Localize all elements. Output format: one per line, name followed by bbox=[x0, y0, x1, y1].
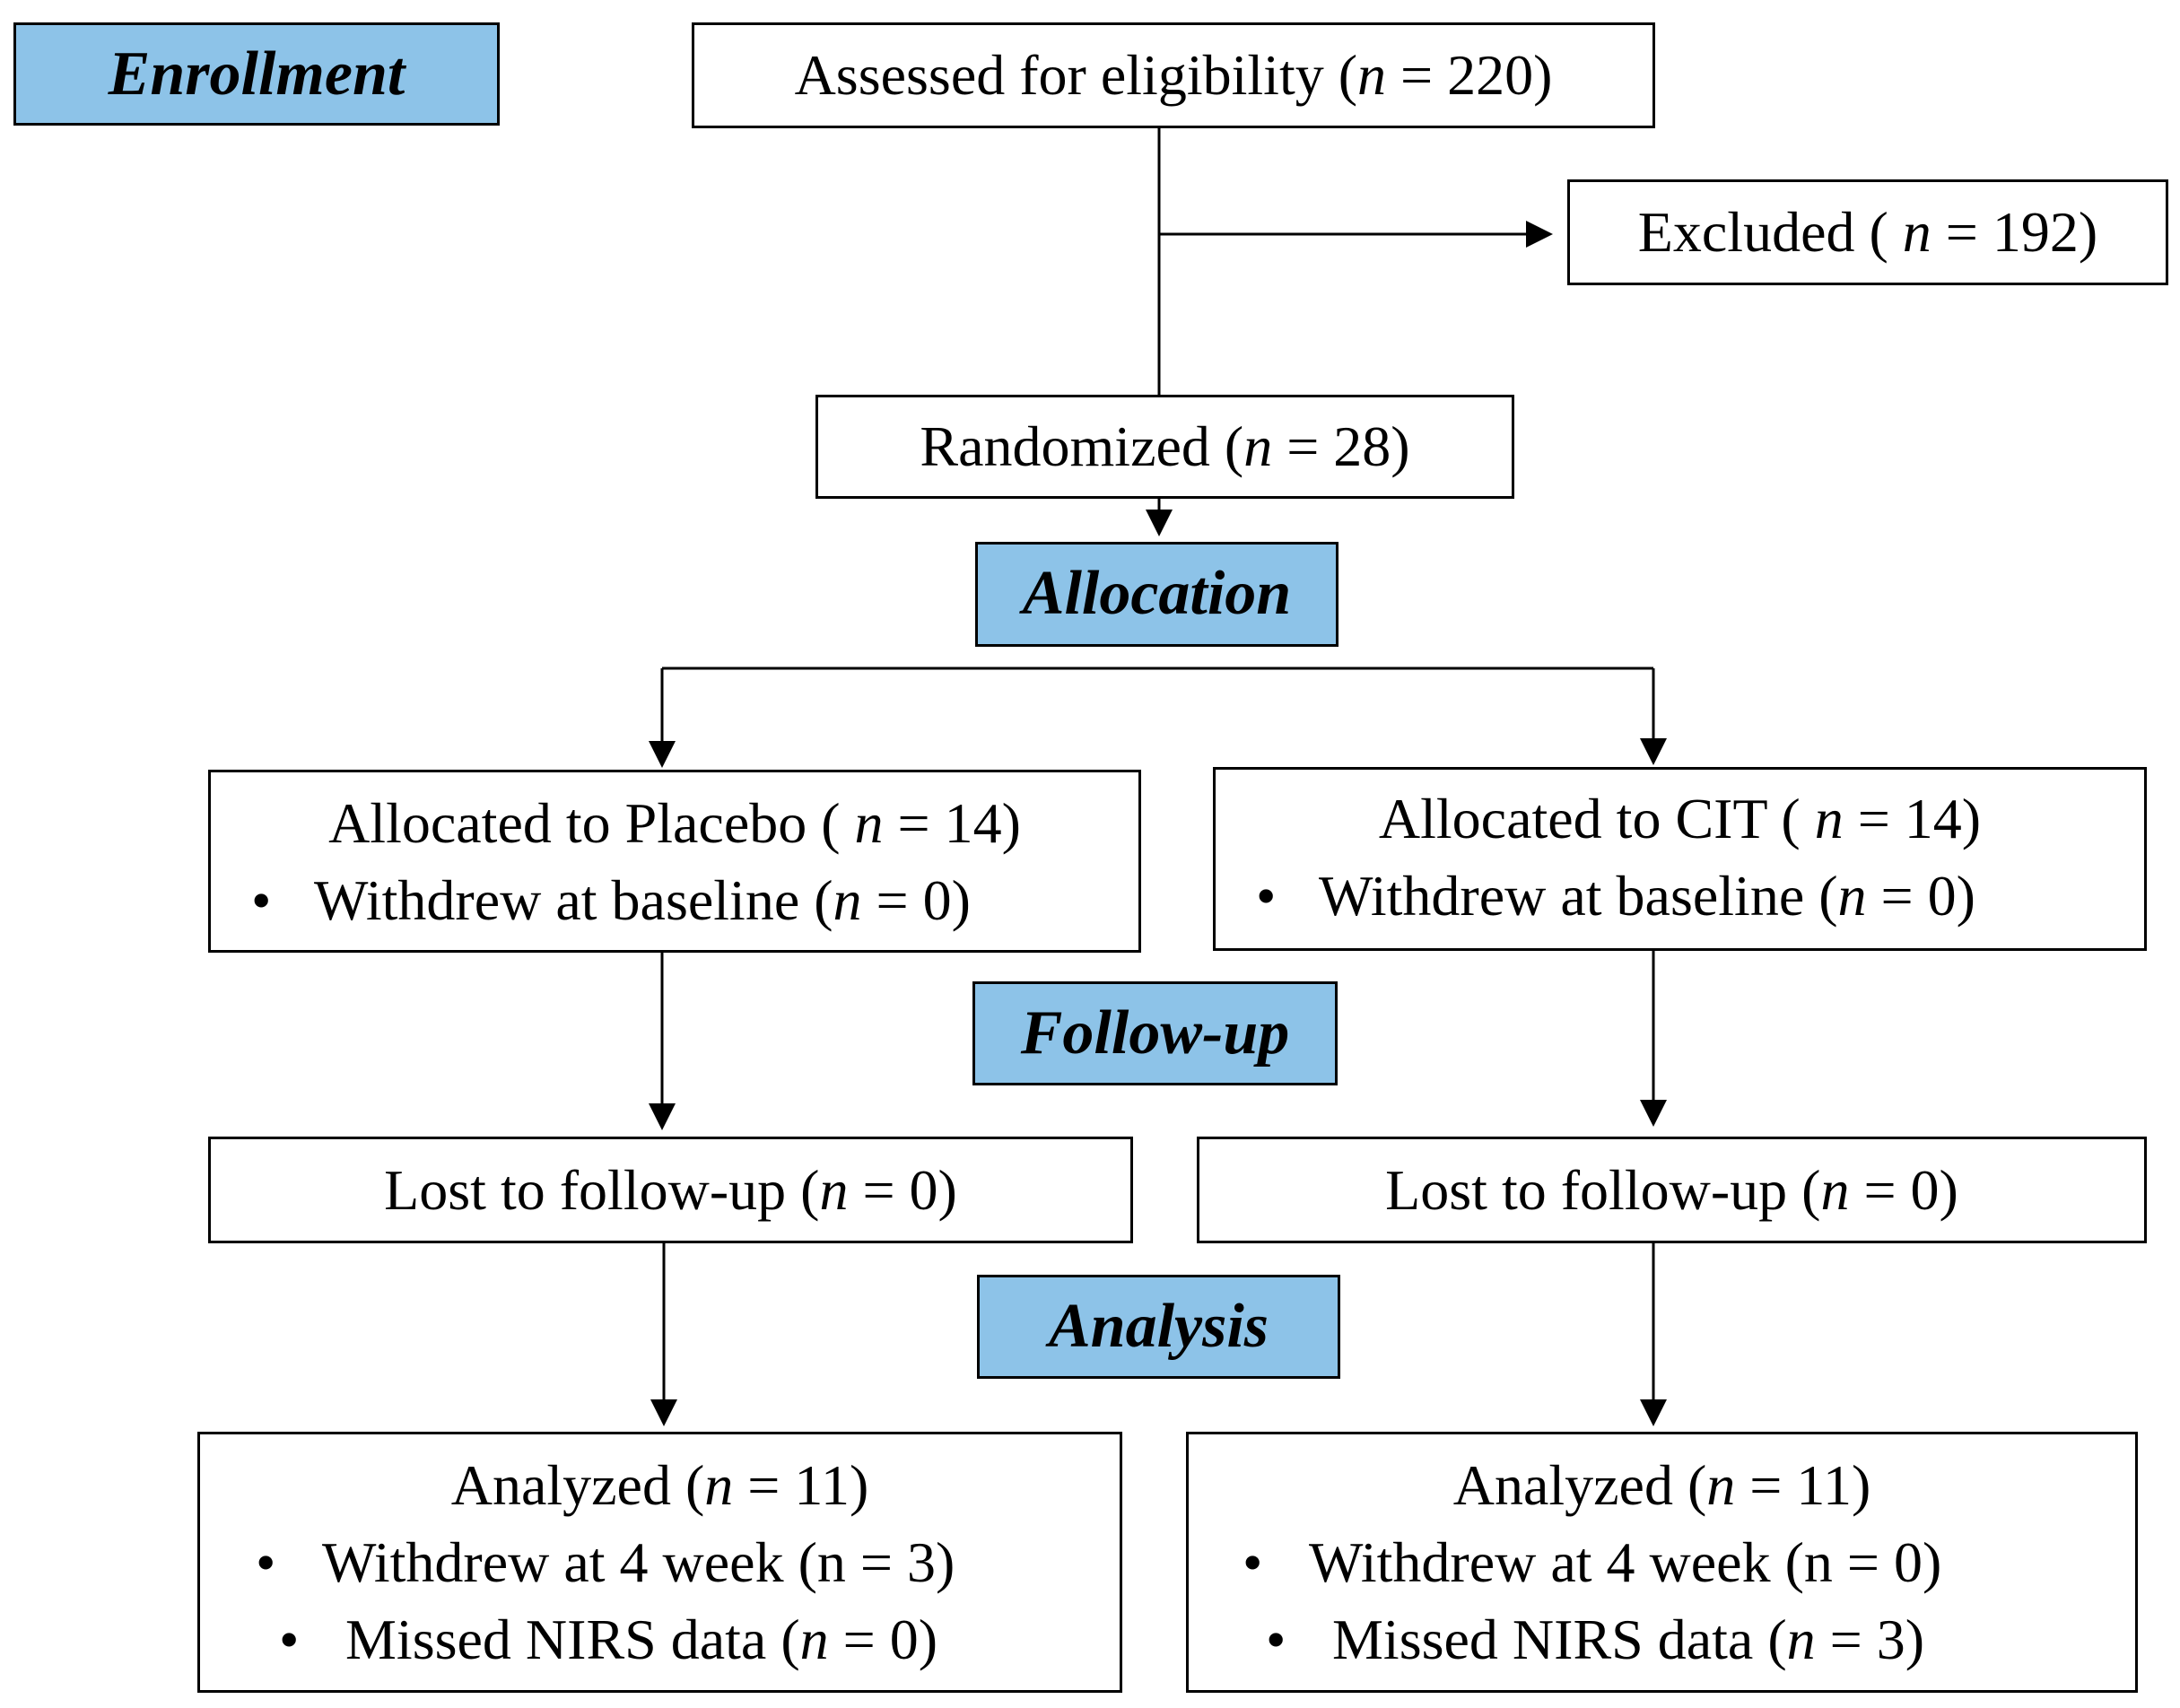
bullet-icon: • bbox=[251, 868, 272, 932]
stage-label-analysis: Analysis bbox=[977, 1275, 1340, 1379]
followup-placebo-text: Lost to follow-up (n = 0) bbox=[384, 1158, 957, 1222]
stage-label-follow-up: Follow-up bbox=[972, 981, 1338, 1085]
randomized-text: Randomized (n = 28) bbox=[920, 414, 1410, 478]
bullet-icon: • bbox=[256, 1530, 276, 1594]
analyzed-placebo-title: Analyzed (n = 11) bbox=[450, 1453, 869, 1517]
bullet-icon: • bbox=[279, 1608, 300, 1671]
cit-missed-nirs: • Missed NIRS data (n = 3) bbox=[1189, 1601, 2135, 1678]
stage-label-enrollment: Enrollment bbox=[13, 22, 500, 126]
allocated-placebo-box: Allocated to Placebo ( n = 14) • Withdre… bbox=[208, 770, 1141, 953]
allocated-cit-title: Allocated to CIT ( n = 14) bbox=[1378, 787, 1982, 850]
bullet-icon: • bbox=[1266, 1608, 1286, 1671]
cit-withdrew-baseline: • Withdrew at baseline (n = 0) bbox=[1216, 858, 2144, 935]
stage-enrollment-text: Enrollment bbox=[108, 39, 405, 109]
stage-label-allocation: Allocation bbox=[975, 542, 1339, 647]
placebo-missed-nirs: • Missed NIRS data (n = 0) bbox=[200, 1601, 1120, 1678]
assessed-box: Assessed for eligibility (n = 220) bbox=[692, 22, 1655, 128]
bullet-icon: • bbox=[1243, 1530, 1263, 1594]
placebo-withdrew-4-week: • Withdrew at 4 week (n = 3) bbox=[200, 1524, 1120, 1601]
allocated-placebo-title: Allocated to Placebo ( n = 14) bbox=[328, 791, 1021, 855]
stage-follow-up-text: Follow-up bbox=[1020, 998, 1290, 1068]
excluded-text: Excluded ( n = 192) bbox=[1637, 200, 2098, 264]
analyzed-cit-box: Analyzed (n = 11) • Withdrew at 4 week (… bbox=[1186, 1432, 2138, 1693]
followup-placebo-box: Lost to follow-up (n = 0) bbox=[208, 1137, 1133, 1243]
analyzed-cit-title: Analyzed (n = 11) bbox=[1452, 1453, 1871, 1517]
analyzed-placebo-box: Analyzed (n = 11) • Withdrew at 4 week (… bbox=[197, 1432, 1122, 1693]
randomized-box: Randomized (n = 28) bbox=[815, 395, 1514, 499]
placebo-withdrew-baseline: • Withdrew at baseline (n = 0) bbox=[211, 862, 1138, 939]
stage-allocation-text: Allocation bbox=[1022, 559, 1292, 628]
cit-withdrew-4-week: • Withdrew at 4 week (n = 0) bbox=[1189, 1524, 2135, 1601]
followup-cit-text: Lost to follow-up (n = 0) bbox=[1385, 1158, 1958, 1222]
excluded-box: Excluded ( n = 192) bbox=[1567, 179, 2168, 285]
bullet-icon: • bbox=[1256, 864, 1277, 928]
allocated-cit-box: Allocated to CIT ( n = 14) • Withdrew at… bbox=[1213, 767, 2147, 951]
assessed-text: Assessed for eligibility (n = 220) bbox=[794, 43, 1553, 107]
stage-analysis-text: Analysis bbox=[1048, 1292, 1269, 1361]
followup-cit-box: Lost to follow-up (n = 0) bbox=[1197, 1137, 2147, 1243]
